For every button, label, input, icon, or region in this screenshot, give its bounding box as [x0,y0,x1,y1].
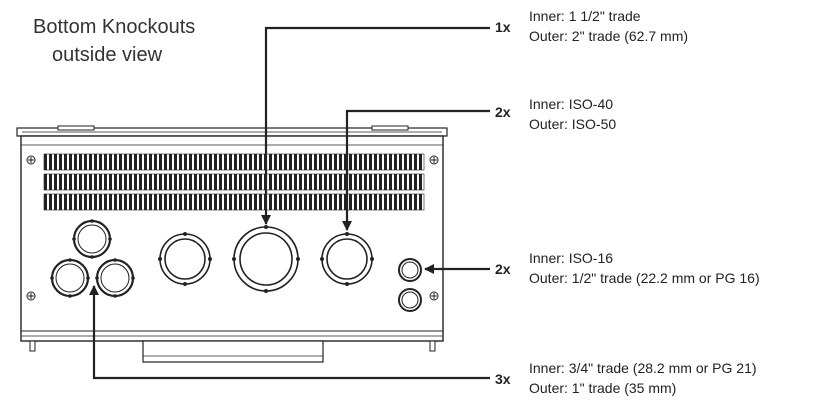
callout-1-qty: 1x [495,19,511,35]
diagram-title-line-2: outside view [52,44,163,66]
leader-lines [89,26,490,380]
callout-2-inner: Inner: ISO-40 [529,96,614,112]
callout-3-specs: Inner: ISO-16 Outer: 1/2" trade (22.2 mm… [529,248,760,288]
knockout-tabs [50,219,374,298]
callout-2-qty: 2x [495,104,511,120]
callout-4-outer: Outer: 1" trade (35 mm) [529,380,677,396]
knockout-iso50-left [159,233,211,285]
knockout-2in-center [233,226,299,292]
knockout-pg16-top [398,258,422,282]
callout-4-inner: Inner: 3/4" trade (28.2 mm or PG 21) [529,360,757,376]
callout-4-specs: Inner: 3/4" trade (28.2 mm or PG 21) Out… [529,358,757,398]
callout-1-inner: Inner: 1 1/2" trade [529,8,641,24]
callout-1-specs: Inner: 1 1/2" trade Outer: 2" trade (62.… [529,6,688,46]
leader-3x [89,285,490,380]
vent-louvers [43,153,425,211]
knockout-1in-top [72,219,112,259]
knockouts [50,219,422,312]
screw-icons [26,155,439,301]
knockout-1in-left [50,258,90,298]
callout-3-outer: Outer: 1/2" trade (22.2 mm or PG 16) [529,270,760,286]
enclosure-lid [16,125,448,137]
callout-4-qty: 3x [495,371,511,387]
callout-3-inner: Inner: ISO-16 [529,250,614,266]
knockout-1in-right [95,258,135,298]
knockout-iso50-right [321,233,373,285]
callout-1-outer: Outer: 2" trade (62.7 mm) [529,28,689,44]
callout-2-outer: Outer: ISO-50 [529,116,617,132]
callout-2-specs: Inner: ISO-40 Outer: ISO-50 [529,94,616,134]
leader-1x [261,26,490,225]
leader-2x-iso [342,109,490,231]
diagram-title-line-1: Bottom Knockouts [33,16,196,38]
knockout-pg16-bottom [398,288,422,312]
callout-3-qty: 2x [495,261,511,277]
